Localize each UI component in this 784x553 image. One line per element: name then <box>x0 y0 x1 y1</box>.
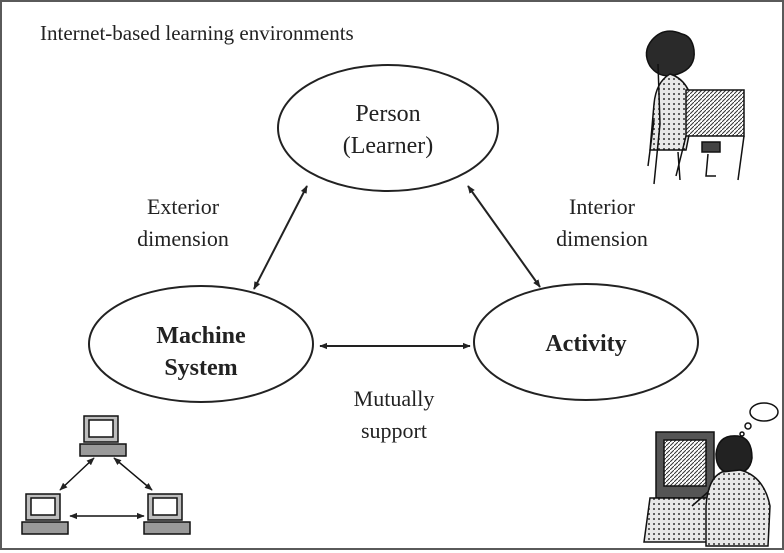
network-link-right <box>113 457 153 491</box>
mutual-label-line2: support <box>361 418 427 443</box>
machine-system-label-line2: System <box>164 355 237 381</box>
person-label-line1: Person <box>355 101 420 127</box>
exterior-label-line1: Exterior <box>147 194 220 219</box>
network-link-left <box>59 457 95 491</box>
computer-left-icon <box>21 493 69 535</box>
person-node: Person (Learner) <box>277 64 499 192</box>
networked-computers-icon <box>21 415 191 535</box>
activity-label: Activity <box>545 331 626 357</box>
mutual-label-line1: Mutually <box>354 386 435 411</box>
person-ellipse <box>277 64 499 192</box>
person-at-computer-icon <box>643 402 779 547</box>
interior-label-line1: Interior <box>569 194 636 219</box>
machine-system-node: Machine System <box>88 285 314 403</box>
computer-top-icon <box>79 415 127 457</box>
person-at-desk-icon <box>645 30 745 185</box>
machine-system-label-line1: Machine <box>156 323 246 349</box>
activity-node: Activity <box>473 283 699 401</box>
thought-bubble <box>749 402 779 422</box>
machine-system-ellipse <box>88 285 314 403</box>
interior-label-line2: dimension <box>556 226 648 251</box>
activity-ellipse <box>473 283 699 401</box>
computer-right-icon <box>143 493 191 535</box>
exterior-dimension-arrow <box>253 185 308 290</box>
interior-dimension-arrow <box>467 185 541 288</box>
person-label-line2: (Learner) <box>343 133 434 159</box>
exterior-label-line2: dimension <box>137 226 229 251</box>
diagram-caption: Internet-based learning environments <box>40 21 354 45</box>
